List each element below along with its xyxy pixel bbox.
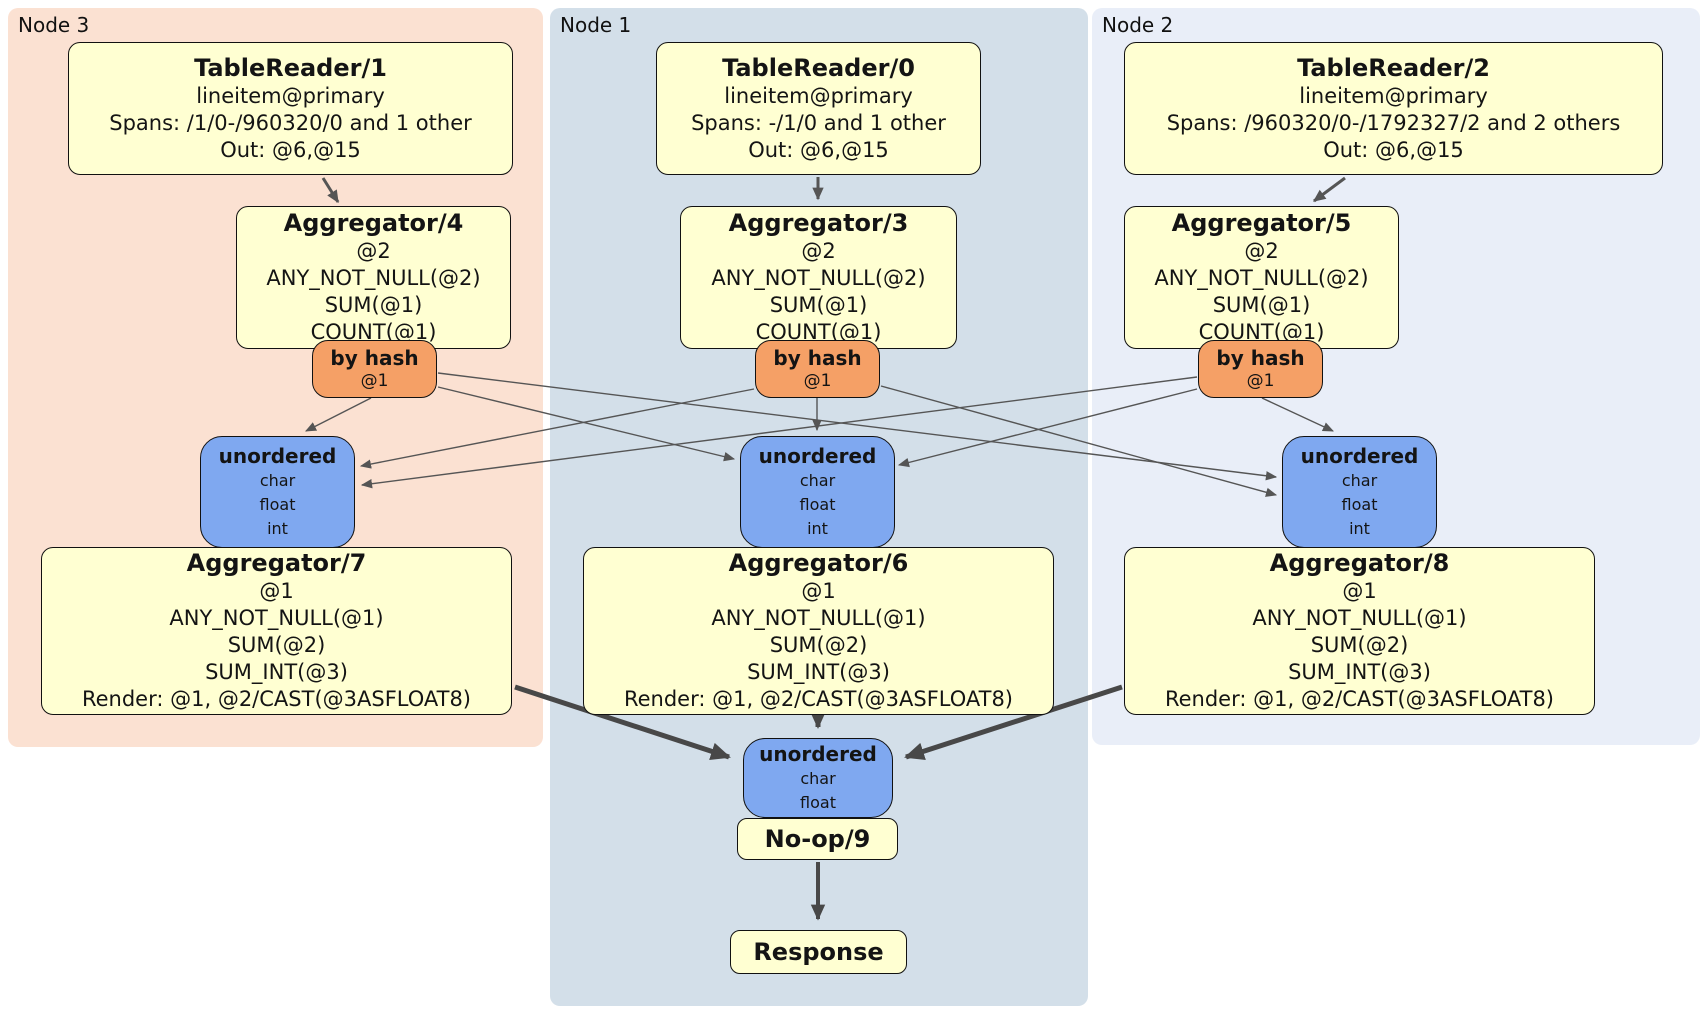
- router-title: by hash: [773, 346, 862, 370]
- box-title: TableReader/2: [1297, 53, 1490, 82]
- table-reader-0-box: TableReader/0 lineitem@primary Spans: -/…: [656, 42, 981, 175]
- edge-tablereader2-to-aggregator5: [1312, 176, 1346, 203]
- aggregator-4-box: Aggregator/4 @2 ANY_NOT_NULL(@2) SUM(@1)…: [236, 206, 511, 349]
- box-title: Response: [753, 938, 884, 966]
- router-title: by hash: [1216, 346, 1305, 370]
- aggregator-8-box: Aggregator/8 @1 ANY_NOT_NULL(@1) SUM(@2)…: [1124, 547, 1595, 715]
- edge-aggregator7-to-final-unordered: [514, 684, 731, 760]
- agg-expr-line: SUM_INT(@3): [1288, 660, 1431, 684]
- box-title: Aggregator/8: [1269, 549, 1450, 577]
- render-line: Render: @1, @2/CAST(@3ASFLOAT8): [81, 687, 472, 711]
- router-title: by hash: [330, 346, 419, 370]
- box-title: Aggregator/3: [728, 209, 909, 237]
- unordered-sync-node3-box: unordered char float int: [200, 436, 355, 548]
- aggregator-3-box: Aggregator/3 @2 ANY_NOT_NULL(@2) SUM(@1)…: [680, 206, 957, 349]
- aggregator-6-box: Aggregator/6 @1 ANY_NOT_NULL(@1) SUM(@2)…: [583, 547, 1054, 715]
- node1-label: Node 1: [560, 13, 632, 37]
- box-title: Aggregator/7: [186, 549, 367, 577]
- noop-box: No-op/9: [737, 818, 898, 860]
- spans-line: Spans: /960320/0-/1792327/2 and 2 others: [1166, 110, 1621, 135]
- node2-label: Node 2: [1102, 13, 1174, 37]
- edge-byhash-node2-to-unordered-node1: [897, 388, 1198, 468]
- stream-type-line: char: [1341, 471, 1378, 490]
- agg-expr-line: ANY_NOT_NULL(@1): [169, 606, 384, 630]
- stream-type-line: char: [259, 471, 296, 490]
- agg-expr-line: SUM(@2): [1310, 633, 1409, 657]
- box-title: TableReader/0: [722, 53, 915, 82]
- agg-expr-line: SUM(@1): [324, 293, 423, 317]
- edge-byhash-node3-to-unordered-node1: [437, 386, 736, 462]
- box-title: Aggregator/6: [728, 549, 909, 577]
- agg-expr-line: SUM(@1): [1212, 293, 1311, 317]
- group-cols-line: @1: [801, 579, 836, 603]
- index-line: lineitem@primary: [196, 83, 385, 108]
- router-cols-line: @1: [360, 371, 389, 391]
- out-line: Out: @6,@15: [748, 137, 889, 162]
- hash-router-node2-box: by hash @1: [1198, 340, 1323, 398]
- aggregator-5-box: Aggregator/5 @2 ANY_NOT_NULL(@2) SUM(@1)…: [1124, 206, 1399, 349]
- group-cols-line: @1: [1342, 579, 1377, 603]
- agg-expr-line: SUM_INT(@3): [747, 660, 890, 684]
- stream-type-line: float: [259, 495, 296, 514]
- agg-expr-line: ANY_NOT_NULL(@1): [711, 606, 926, 630]
- stream-title: unordered: [758, 444, 877, 468]
- edge-tablereader1-to-aggregator4: [321, 177, 340, 204]
- agg-expr-line: SUM(@1): [769, 293, 868, 317]
- agg-expr-line: ANY_NOT_NULL(@2): [1154, 266, 1369, 290]
- stream-title: unordered: [218, 444, 337, 468]
- edge-aggregator8-to-final-unordered: [904, 684, 1123, 761]
- router-cols-line: @1: [803, 371, 832, 391]
- response-box: Response: [730, 930, 907, 974]
- group-cols-line: @2: [801, 239, 836, 263]
- stream-type-line: int: [1349, 519, 1370, 538]
- stream-type-line: char: [800, 769, 836, 788]
- edge-byhash-node1-to-unordered-node2: [880, 385, 1278, 497]
- spans-line: Spans: -/1/0 and 1 other: [691, 110, 946, 135]
- router-cols-line: @1: [1246, 371, 1275, 391]
- group-cols-line: @2: [356, 239, 391, 263]
- stream-type-line: float: [1341, 495, 1378, 514]
- agg-expr-line: SUM_INT(@3): [205, 660, 348, 684]
- agg-expr-line: ANY_NOT_NULL(@1): [1252, 606, 1467, 630]
- stream-type-line: int: [807, 519, 828, 538]
- agg-expr-line: ANY_NOT_NULL(@2): [711, 266, 926, 290]
- edge-byhash-node3-to-unordered-node3: [305, 397, 372, 432]
- render-line: Render: @1, @2/CAST(@3ASFLOAT8): [1164, 687, 1555, 711]
- unordered-sync-node2-box: unordered char float int: [1282, 436, 1437, 548]
- box-title: Aggregator/5: [1171, 209, 1352, 237]
- agg-expr-line: SUM(@2): [227, 633, 326, 657]
- box-title: Aggregator/4: [283, 209, 464, 237]
- hash-router-node3-box: by hash @1: [312, 340, 437, 398]
- box-title: TableReader/1: [194, 53, 387, 82]
- stream-type-line: char: [799, 471, 836, 490]
- stream-type-line: float: [799, 495, 836, 514]
- group-cols-line: @1: [259, 579, 294, 603]
- node3-label: Node 3: [18, 13, 90, 37]
- final-unordered-sync-box: unordered char float: [743, 738, 893, 818]
- stream-type-line: int: [267, 519, 288, 538]
- stream-title: unordered: [759, 742, 877, 766]
- aggregator-7-box: Aggregator/7 @1 ANY_NOT_NULL(@1) SUM(@2)…: [41, 547, 512, 715]
- edge-byhash-node1-to-unordered-node3: [359, 388, 755, 469]
- unordered-sync-node1-box: unordered char float int: [740, 436, 895, 548]
- hash-router-node1-box: by hash @1: [755, 340, 880, 398]
- stream-title: unordered: [1300, 444, 1419, 468]
- index-line: lineitem@primary: [1299, 83, 1488, 108]
- table-reader-1-box: TableReader/1 lineitem@primary Spans: /1…: [68, 42, 513, 175]
- edge-byhash-node2-to-unordered-node2: [1261, 397, 1335, 432]
- table-reader-2-box: TableReader/2 lineitem@primary Spans: /9…: [1124, 42, 1663, 175]
- index-line: lineitem@primary: [724, 83, 913, 108]
- edge-byhash-node3-to-unordered-node2: [437, 372, 1278, 481]
- render-line: Render: @1, @2/CAST(@3ASFLOAT8): [623, 687, 1014, 711]
- group-cols-line: @2: [1244, 239, 1279, 263]
- agg-expr-line: ANY_NOT_NULL(@2): [266, 266, 481, 290]
- agg-expr-line: SUM(@2): [769, 633, 868, 657]
- stream-type-line: float: [800, 793, 836, 812]
- box-title: No-op/9: [764, 825, 871, 853]
- spans-line: Spans: /1/0-/960320/0 and 1 other: [109, 110, 472, 135]
- out-line: Out: @6,@15: [1323, 137, 1464, 162]
- edge-byhash-node2-to-unordered-node3: [360, 376, 1198, 489]
- out-line: Out: @6,@15: [220, 137, 361, 162]
